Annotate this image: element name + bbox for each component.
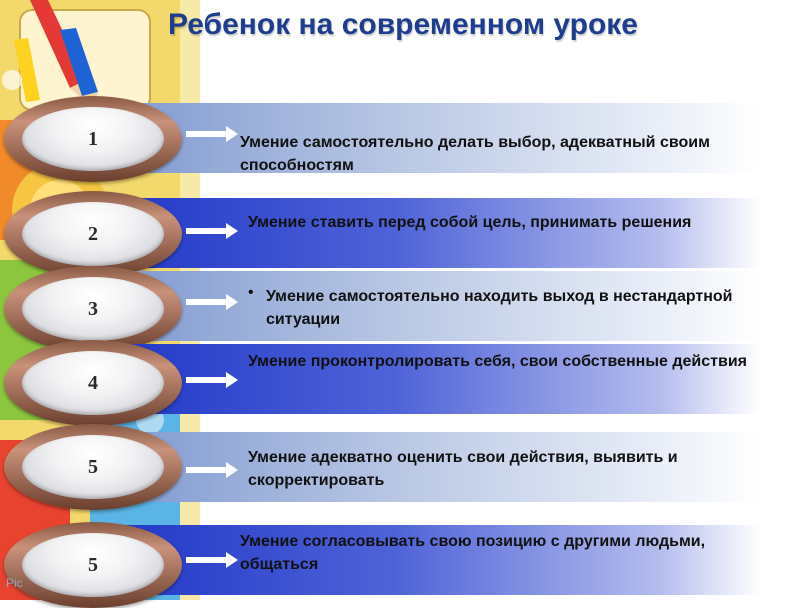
- arrow-right-icon: [186, 294, 238, 310]
- arrow-right-icon: [186, 552, 238, 568]
- badge-face: 1: [22, 107, 164, 171]
- number-badge: 5: [4, 424, 182, 510]
- number-badge: 3: [4, 266, 182, 352]
- row-text: Умение проконтролировать себя, свои собс…: [248, 353, 747, 370]
- watermark: Pic: [6, 576, 23, 590]
- list-item: 2 Умение ставить перед собой цель, прини…: [0, 191, 800, 277]
- arrow-right-icon: [186, 223, 238, 239]
- badge-face: 4: [22, 351, 164, 415]
- badge-number: 5: [88, 554, 98, 576]
- number-badge: 1: [4, 96, 182, 182]
- row-text: Умение самостоятельно находить выход в н…: [266, 288, 733, 328]
- pencil-yellow-icon: [14, 38, 40, 102]
- row-text: Умение согласовывать свою позицию с друг…: [240, 533, 706, 573]
- row-text: Умение адекватно оценить свои действия, …: [248, 449, 678, 489]
- badge-face: 3: [22, 277, 164, 341]
- slide-title: Ребенок на современном уроке: [168, 8, 638, 41]
- row-text: Умение ставить перед собой цель, принима…: [248, 214, 692, 231]
- list-item: 5 Умение адекватно оценить свои действия…: [0, 424, 800, 512]
- row-band: [100, 271, 760, 341]
- row-text: Умение самостоятельно делать выбор, адек…: [240, 134, 710, 174]
- arrow-right-icon: [186, 372, 238, 388]
- badge-face: 5: [22, 533, 164, 597]
- bullet-icon: •: [248, 284, 254, 301]
- badge-number: 2: [88, 223, 98, 245]
- list-item: 4 Умение проконтролировать себя, свои со…: [0, 340, 800, 426]
- badge-number: 5: [88, 456, 98, 478]
- badge-number: 3: [88, 298, 98, 320]
- list-item: 5 Умение согласовывать свою позицию с др…: [0, 522, 800, 608]
- number-badge: 2: [4, 191, 182, 277]
- badge-face: 5: [22, 435, 164, 499]
- number-badge: 4: [4, 340, 182, 426]
- row-band: [100, 103, 760, 173]
- badge-number: 4: [88, 372, 98, 394]
- number-badge: 5: [4, 522, 182, 608]
- arrow-right-icon: [186, 126, 238, 142]
- badge-face: 2: [22, 202, 164, 266]
- arrow-right-icon: [186, 462, 238, 478]
- badge-number: 1: [88, 128, 98, 150]
- list-item: 1 Умение самостоятельно делать выбор, ад…: [0, 96, 800, 183]
- list-item: 3 • Умение самостоятельно находить выход…: [0, 266, 800, 352]
